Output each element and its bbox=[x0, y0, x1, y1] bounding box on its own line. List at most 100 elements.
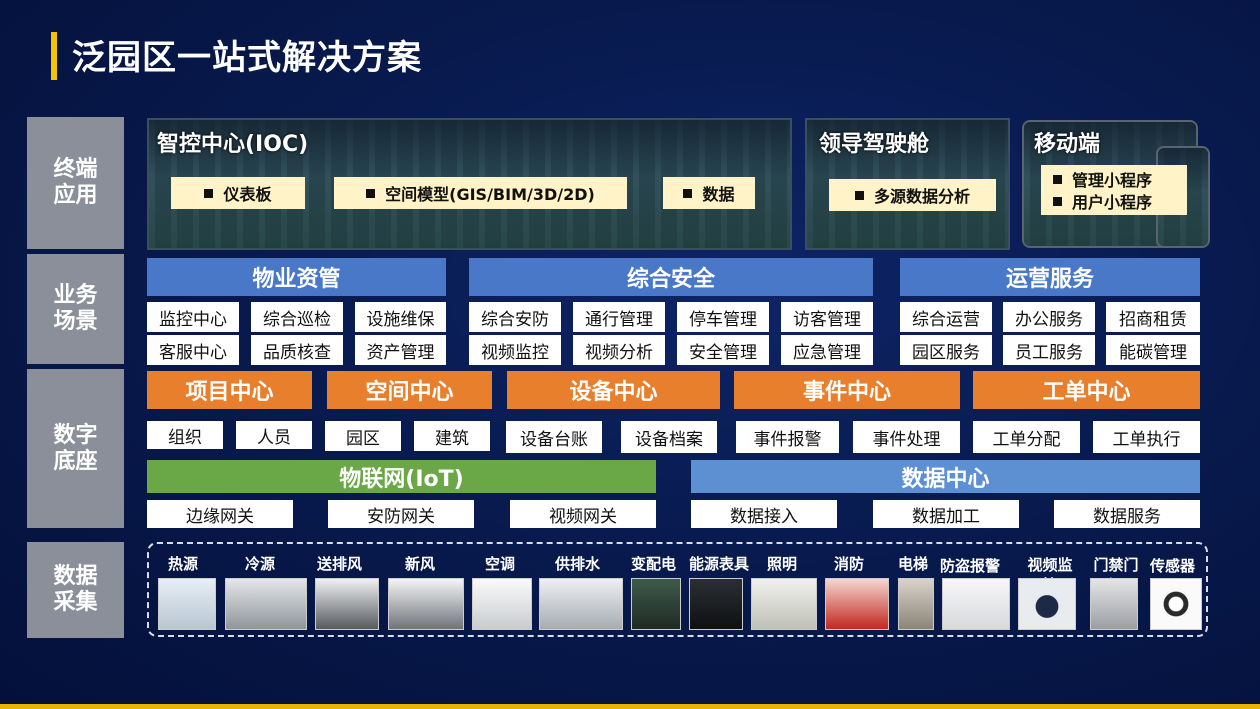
business-item[interactable]: 招商租赁 bbox=[1106, 302, 1200, 332]
layer-label-digital-text: 数字 底座 bbox=[53, 422, 98, 474]
device-label: 供排水 bbox=[555, 555, 601, 573]
mobile-tag-admin: 管理小程序 bbox=[1053, 168, 1152, 190]
business-item[interactable]: 访客管理 bbox=[781, 302, 873, 332]
fire-protection-image[interactable] bbox=[825, 578, 889, 630]
ioc-tag-data: 数据 bbox=[663, 177, 755, 209]
cockpit-panel[interactable]: 领导驾驶舱 多源数据分析 bbox=[805, 118, 1010, 250]
center-item[interactable]: 组织 bbox=[147, 421, 223, 449]
device-label: 照明 bbox=[767, 555, 798, 573]
ioc-panel[interactable]: 智控中心(IOC) 仪表板 空间模型(GIS/BIM/3D/2D) 数据 bbox=[147, 118, 792, 250]
device-label: 电梯 bbox=[898, 555, 929, 573]
ioc-tag-dashboard: 仪表板 bbox=[171, 177, 305, 209]
business-header-operation[interactable]: 运营服务 bbox=[900, 258, 1200, 296]
video-camera-image[interactable] bbox=[1018, 578, 1076, 630]
iot-item[interactable]: 视频网关 bbox=[510, 500, 656, 528]
datacenter-item[interactable]: 数据接入 bbox=[691, 500, 837, 528]
iot-header[interactable]: 物联网(IoT) bbox=[147, 460, 656, 493]
business-item[interactable]: 资产管理 bbox=[355, 335, 446, 365]
datacenter-item[interactable]: 数据服务 bbox=[1054, 500, 1200, 528]
device-label: 能源表具 bbox=[689, 555, 750, 573]
business-item[interactable]: 应急管理 bbox=[781, 335, 873, 365]
business-item[interactable]: 员工服务 bbox=[1003, 335, 1095, 365]
business-item[interactable]: 安全管理 bbox=[677, 335, 769, 365]
air-conditioner-image[interactable] bbox=[472, 578, 532, 630]
ventilation-image[interactable] bbox=[315, 578, 379, 630]
center-item[interactable]: 工单执行 bbox=[1093, 421, 1200, 453]
center-item[interactable]: 事件报警 bbox=[736, 421, 839, 453]
business-item[interactable]: 办公服务 bbox=[1003, 302, 1095, 332]
business-header-property[interactable]: 物业资管 bbox=[147, 258, 446, 296]
mobile-title: 移动端 bbox=[1034, 132, 1101, 157]
business-item[interactable]: 视频分析 bbox=[573, 335, 665, 365]
business-item[interactable]: 视频监控 bbox=[469, 335, 561, 365]
business-item[interactable]: 品质核查 bbox=[251, 335, 343, 365]
water-supply-image[interactable] bbox=[539, 578, 623, 630]
center-item[interactable]: 设备档案 bbox=[621, 421, 717, 453]
business-item[interactable]: 设施维保 bbox=[355, 302, 446, 332]
center-header-project[interactable]: 项目中心 bbox=[147, 371, 312, 409]
power-distribution-image[interactable] bbox=[631, 578, 681, 630]
bullet-icon bbox=[204, 188, 214, 198]
fresh-air-image[interactable] bbox=[388, 578, 464, 630]
mobile-tag-admin-label: 管理小程序 bbox=[1072, 171, 1153, 190]
center-header-device[interactable]: 设备中心 bbox=[507, 371, 720, 409]
iot-item[interactable]: 边缘网关 bbox=[147, 500, 293, 528]
center-item[interactable]: 设备台账 bbox=[506, 421, 602, 453]
cockpit-tag-multisource: 多源数据分析 bbox=[829, 179, 996, 211]
access-gate-image[interactable] bbox=[1090, 578, 1138, 630]
business-header-security[interactable]: 综合安全 bbox=[469, 258, 873, 296]
heat-source-image[interactable] bbox=[158, 578, 216, 630]
energy-meter-image[interactable] bbox=[689, 578, 743, 630]
device-label: 新风 bbox=[405, 555, 436, 573]
elevator-image[interactable] bbox=[898, 578, 934, 630]
cockpit-title: 领导驾驶舱 bbox=[819, 132, 930, 157]
layer-label-terminal-text: 终端 应用 bbox=[53, 157, 98, 208]
cold-source-image[interactable] bbox=[225, 578, 307, 630]
iot-item[interactable]: 安防网关 bbox=[328, 500, 474, 528]
mobile-tags: 管理小程序 用户小程序 bbox=[1041, 165, 1187, 215]
bullet-icon bbox=[854, 190, 864, 200]
center-item[interactable]: 人员 bbox=[236, 421, 312, 449]
device-label: 传感器 bbox=[1150, 557, 1196, 575]
layer-label-business-text: 业务 场景 bbox=[53, 283, 98, 334]
device-label: 空调 bbox=[485, 555, 516, 573]
bullet-icon bbox=[366, 188, 376, 198]
ioc-tag-data-label: 数据 bbox=[702, 185, 735, 204]
sensor-image[interactable] bbox=[1150, 578, 1202, 630]
device-label: 热源 bbox=[168, 555, 199, 573]
center-header-event[interactable]: 事件中心 bbox=[734, 371, 960, 409]
ioc-title: 智控中心(IOC) bbox=[157, 132, 309, 157]
bullet-icon bbox=[1053, 174, 1062, 184]
business-item[interactable]: 园区服务 bbox=[900, 335, 992, 365]
center-item[interactable]: 工单分配 bbox=[973, 421, 1080, 453]
center-item[interactable]: 建筑 bbox=[414, 421, 490, 451]
center-item[interactable]: 园区 bbox=[325, 421, 401, 451]
device-label: 冷源 bbox=[245, 555, 276, 573]
title-accent-bar bbox=[51, 32, 57, 80]
mobile-tag-user-label: 用户小程序 bbox=[1072, 193, 1153, 212]
business-item[interactable]: 通行管理 bbox=[573, 302, 665, 332]
layer-label-business: 业务 场景 bbox=[27, 254, 124, 364]
ioc-tag-spatial-model-label: 空间模型(GIS/BIM/3D/2D) bbox=[385, 185, 595, 204]
datacenter-item[interactable]: 数据加工 bbox=[873, 500, 1019, 528]
center-header-workorder[interactable]: 工单中心 bbox=[973, 371, 1200, 409]
page-title: 泛园区一站式解决方案 bbox=[72, 38, 422, 78]
business-item[interactable]: 综合运营 bbox=[900, 302, 992, 332]
business-item[interactable]: 监控中心 bbox=[147, 302, 239, 332]
center-item[interactable]: 事件处理 bbox=[853, 421, 960, 453]
device-label: 送排风 bbox=[317, 555, 363, 573]
burglar-alarm-image[interactable] bbox=[942, 578, 1010, 630]
lighting-image[interactable] bbox=[751, 578, 817, 630]
center-header-space[interactable]: 空间中心 bbox=[327, 371, 492, 409]
business-item[interactable]: 综合巡检 bbox=[251, 302, 343, 332]
datacenter-header[interactable]: 数据中心 bbox=[691, 460, 1200, 493]
business-item[interactable]: 停车管理 bbox=[677, 302, 769, 332]
layer-label-digital: 数字 底座 bbox=[27, 369, 124, 528]
cockpit-tag-multisource-label: 多源数据分析 bbox=[873, 187, 970, 206]
mobile-panel[interactable]: 移动端 管理小程序 用户小程序 bbox=[1022, 120, 1210, 248]
layer-label-terminal: 终端 应用 bbox=[27, 117, 124, 249]
business-item[interactable]: 综合安防 bbox=[469, 302, 561, 332]
bullet-icon bbox=[1053, 196, 1062, 206]
business-item[interactable]: 客服中心 bbox=[147, 335, 239, 365]
business-item[interactable]: 能碳管理 bbox=[1106, 335, 1200, 365]
